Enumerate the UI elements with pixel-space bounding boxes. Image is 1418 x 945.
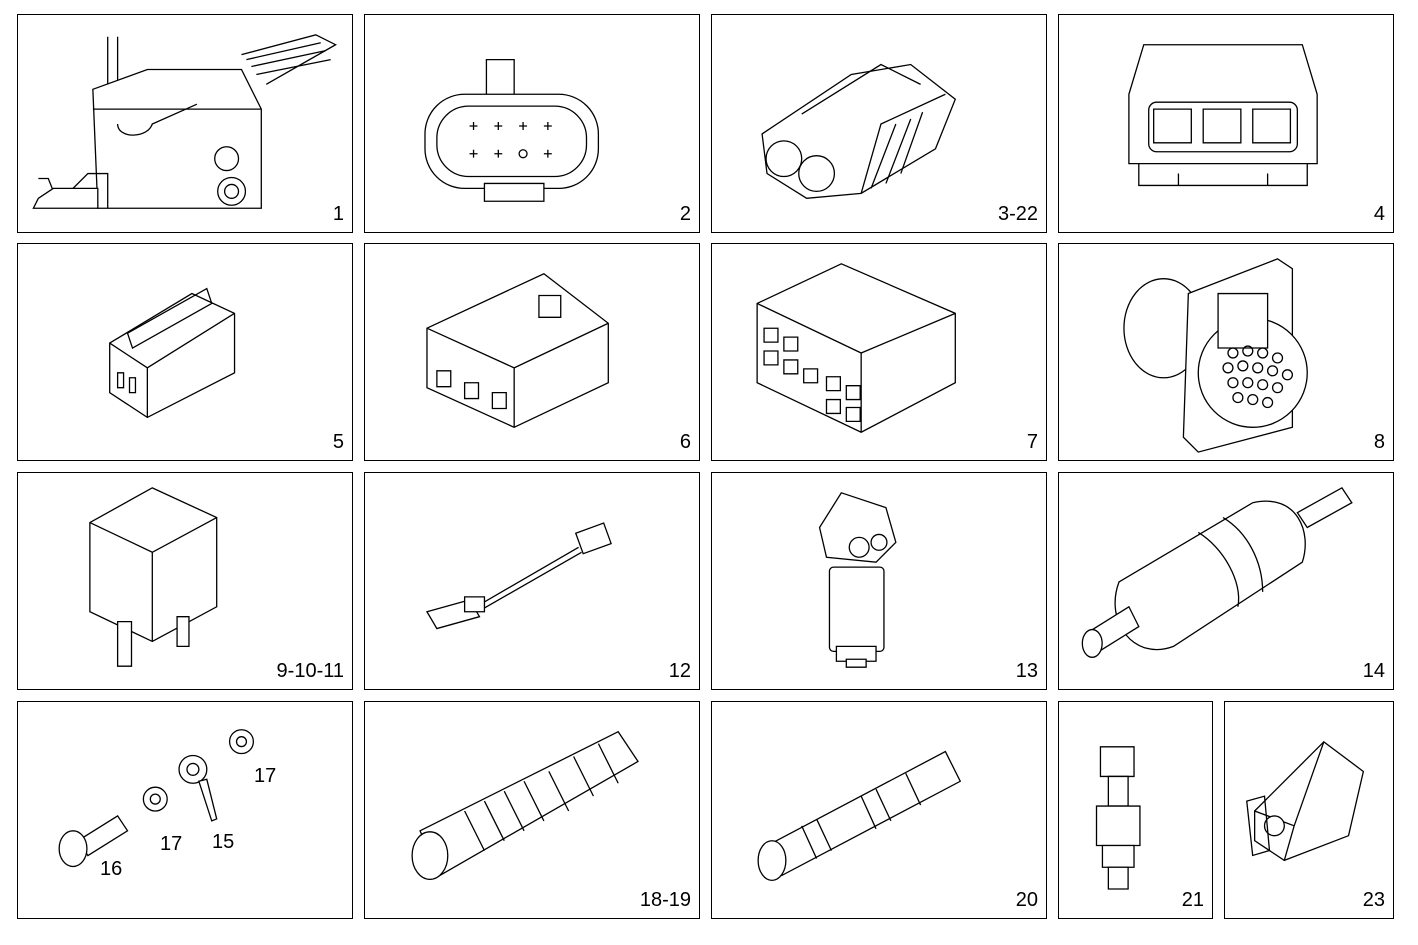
part-label: 16	[100, 858, 123, 880]
wiring-harness-bracket-icon	[18, 15, 352, 232]
panel-label: 18-19	[639, 889, 691, 911]
part-label: 15	[212, 831, 235, 853]
sensor-lead-icon	[365, 473, 699, 689]
3-way-housing-icon	[365, 244, 699, 460]
panel-label: 20	[1015, 889, 1038, 911]
small-terminal-housing-icon	[18, 244, 352, 460]
panel-7: 7	[711, 243, 1047, 461]
connector-clip-icon	[1225, 702, 1393, 918]
panel-label: 13	[1015, 660, 1038, 682]
relay-icon	[18, 473, 352, 689]
panel-14: 14	[1058, 472, 1394, 690]
sealed-2-pin-connector-icon	[712, 15, 1046, 232]
round-multipin-flange-connector-icon	[1059, 244, 1393, 460]
panel-13: 13	[711, 472, 1047, 690]
panel-8: 8	[1058, 243, 1394, 461]
oval-multipin-connector-icon	[365, 15, 699, 232]
panel-label: 5	[332, 431, 344, 453]
panel-label: 4	[1373, 203, 1385, 225]
10-way-housing-icon	[712, 244, 1046, 460]
panel-9-10-11: 9-10-11	[17, 472, 353, 690]
panel-label: 2	[679, 203, 691, 225]
pipe-fitting-icon	[712, 702, 1046, 918]
panel-21: 21	[1058, 701, 1213, 919]
inline-fuel-filter-icon	[1059, 473, 1393, 689]
panel-label: 21	[1181, 889, 1204, 911]
panel-label: 12	[668, 660, 691, 682]
filter-with-bracket-icon	[712, 473, 1046, 689]
panel-label: 14	[1362, 660, 1385, 682]
panel-banjo-set: 17 17 15 16	[17, 701, 353, 919]
panel-4: 4	[1058, 14, 1394, 233]
panel-3-22: 3-22	[711, 14, 1047, 233]
panel-12: 12	[364, 472, 700, 690]
corrugated-hose-icon	[365, 702, 699, 918]
panel-20: 20	[711, 701, 1047, 919]
panel-18-19: 18-19	[364, 701, 700, 919]
panel-label: 23	[1362, 889, 1385, 911]
panel-1: 1	[17, 14, 353, 233]
panel-label: 9-10-11	[276, 660, 344, 682]
panel-label: 3-22	[997, 203, 1038, 225]
panel-label: 6	[679, 431, 691, 453]
panel-2: 2	[364, 14, 700, 233]
panel-6: 6	[364, 243, 700, 461]
panel-23: 23	[1224, 701, 1394, 919]
banjo-fitting-set-icon	[18, 702, 352, 918]
panel-label: 7	[1026, 431, 1038, 453]
part-label: 17	[254, 765, 277, 787]
pressure-sensor-icon	[1059, 702, 1212, 918]
part-label: 17	[160, 833, 183, 855]
panel-label: 1	[332, 203, 344, 225]
panel-label: 8	[1373, 431, 1385, 453]
panel-5: 5	[17, 243, 353, 461]
3-pin-socket-icon	[1059, 15, 1393, 232]
